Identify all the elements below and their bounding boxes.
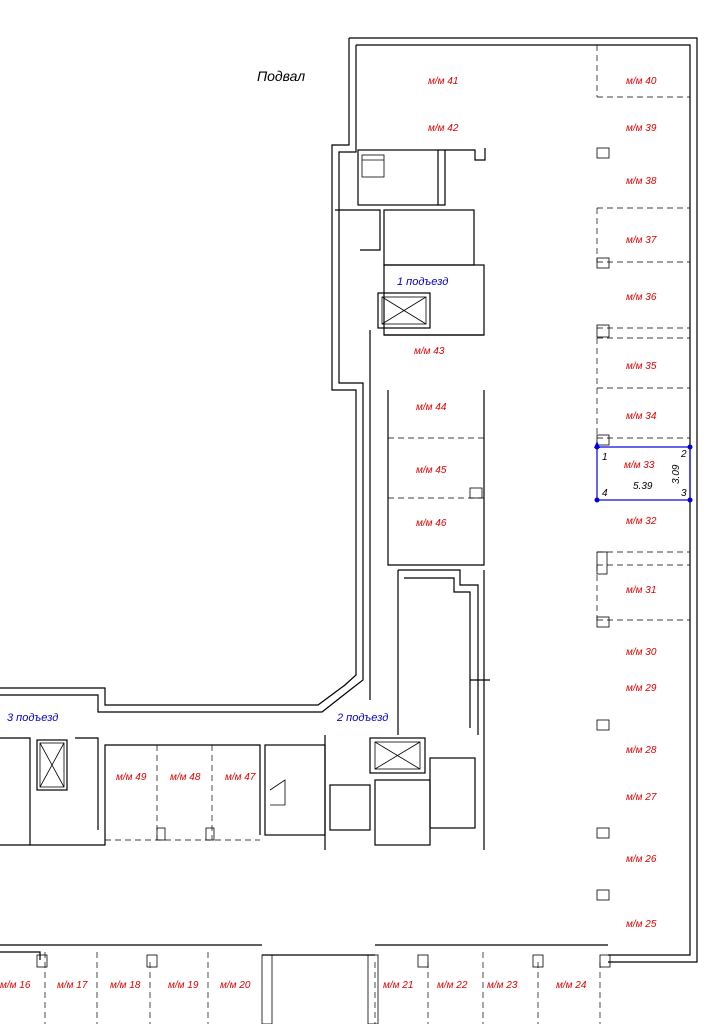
inner-core <box>0 148 490 850</box>
spot-label-48: м/м 48 <box>170 772 201 783</box>
spot-label-35: м/м 35 <box>626 361 657 372</box>
floor-title: Подвал <box>257 68 305 84</box>
spot-label-41: м/м 41 <box>428 76 458 87</box>
selection-vertex-1: 1 <box>602 452 608 463</box>
selection-width-dimension: 5.39 <box>633 481 653 492</box>
selected-spot-outline[interactable] <box>594 441 693 503</box>
spot-label-42: м/м 42 <box>428 123 459 134</box>
spot-label-25: м/м 25 <box>626 919 657 930</box>
spot-label-24: м/м 24 <box>556 980 587 991</box>
bottom-row-separators <box>36 952 611 1024</box>
spot-label-29: м/м 29 <box>626 683 657 694</box>
spot-label-45: м/м 45 <box>416 465 447 476</box>
spot-label-47: м/м 47 <box>225 772 256 783</box>
entrance-1-label: 1 подъезд <box>397 276 448 288</box>
outer-walls <box>0 37 698 963</box>
spot-label-20: м/м 20 <box>220 980 251 991</box>
spot-label-37: м/м 37 <box>626 235 657 246</box>
spot-label-40: м/м 40 <box>626 76 657 87</box>
text-layer: Подвал 1 подъезд 2 подъезд 3 подъезд м/м… <box>0 68 687 991</box>
spot-label-43: м/м 43 <box>414 346 445 357</box>
spot-label-26: м/м 26 <box>626 854 657 865</box>
selection-vertex-4: 4 <box>602 488 608 499</box>
spot-label-17: м/м 17 <box>57 980 88 991</box>
entrance-3-label: 3 подъезд <box>7 712 58 724</box>
spot-label-18: м/м 18 <box>110 980 141 991</box>
entrance-2-label: 2 подъезд <box>336 712 388 724</box>
selection-vertex-2: 2 <box>680 449 687 460</box>
selection-vertex-3: 3 <box>681 488 687 499</box>
spot-label-30: м/м 30 <box>626 647 657 658</box>
spot-label-27: м/м 27 <box>626 792 657 803</box>
spot-label-19: м/м 19 <box>168 980 199 991</box>
spot-label-23: м/м 23 <box>487 980 518 991</box>
spot-label-16: м/м 16 <box>0 980 31 991</box>
spot-label-44: м/м 44 <box>416 402 447 413</box>
spot-label-28: м/м 28 <box>626 745 657 756</box>
selection-height-dimension: 3.09 <box>671 464 682 484</box>
spot-label-38: м/м 38 <box>626 176 657 187</box>
spot-label-36: м/м 36 <box>626 292 657 303</box>
spot-label-22: м/м 22 <box>437 980 468 991</box>
spot-label-46: м/м 46 <box>416 518 447 529</box>
spot-label-39: м/м 39 <box>626 123 657 134</box>
spot-label-21: м/м 21 <box>383 980 413 991</box>
right-column-separators <box>596 45 690 901</box>
spot-label-33: м/м 33 <box>624 460 655 471</box>
spot-label-31: м/м 31 <box>626 585 656 596</box>
spot-label-49: м/м 49 <box>116 772 147 783</box>
spot-label-34: м/м 34 <box>626 411 657 422</box>
spot-label-32: м/м 32 <box>626 516 657 527</box>
